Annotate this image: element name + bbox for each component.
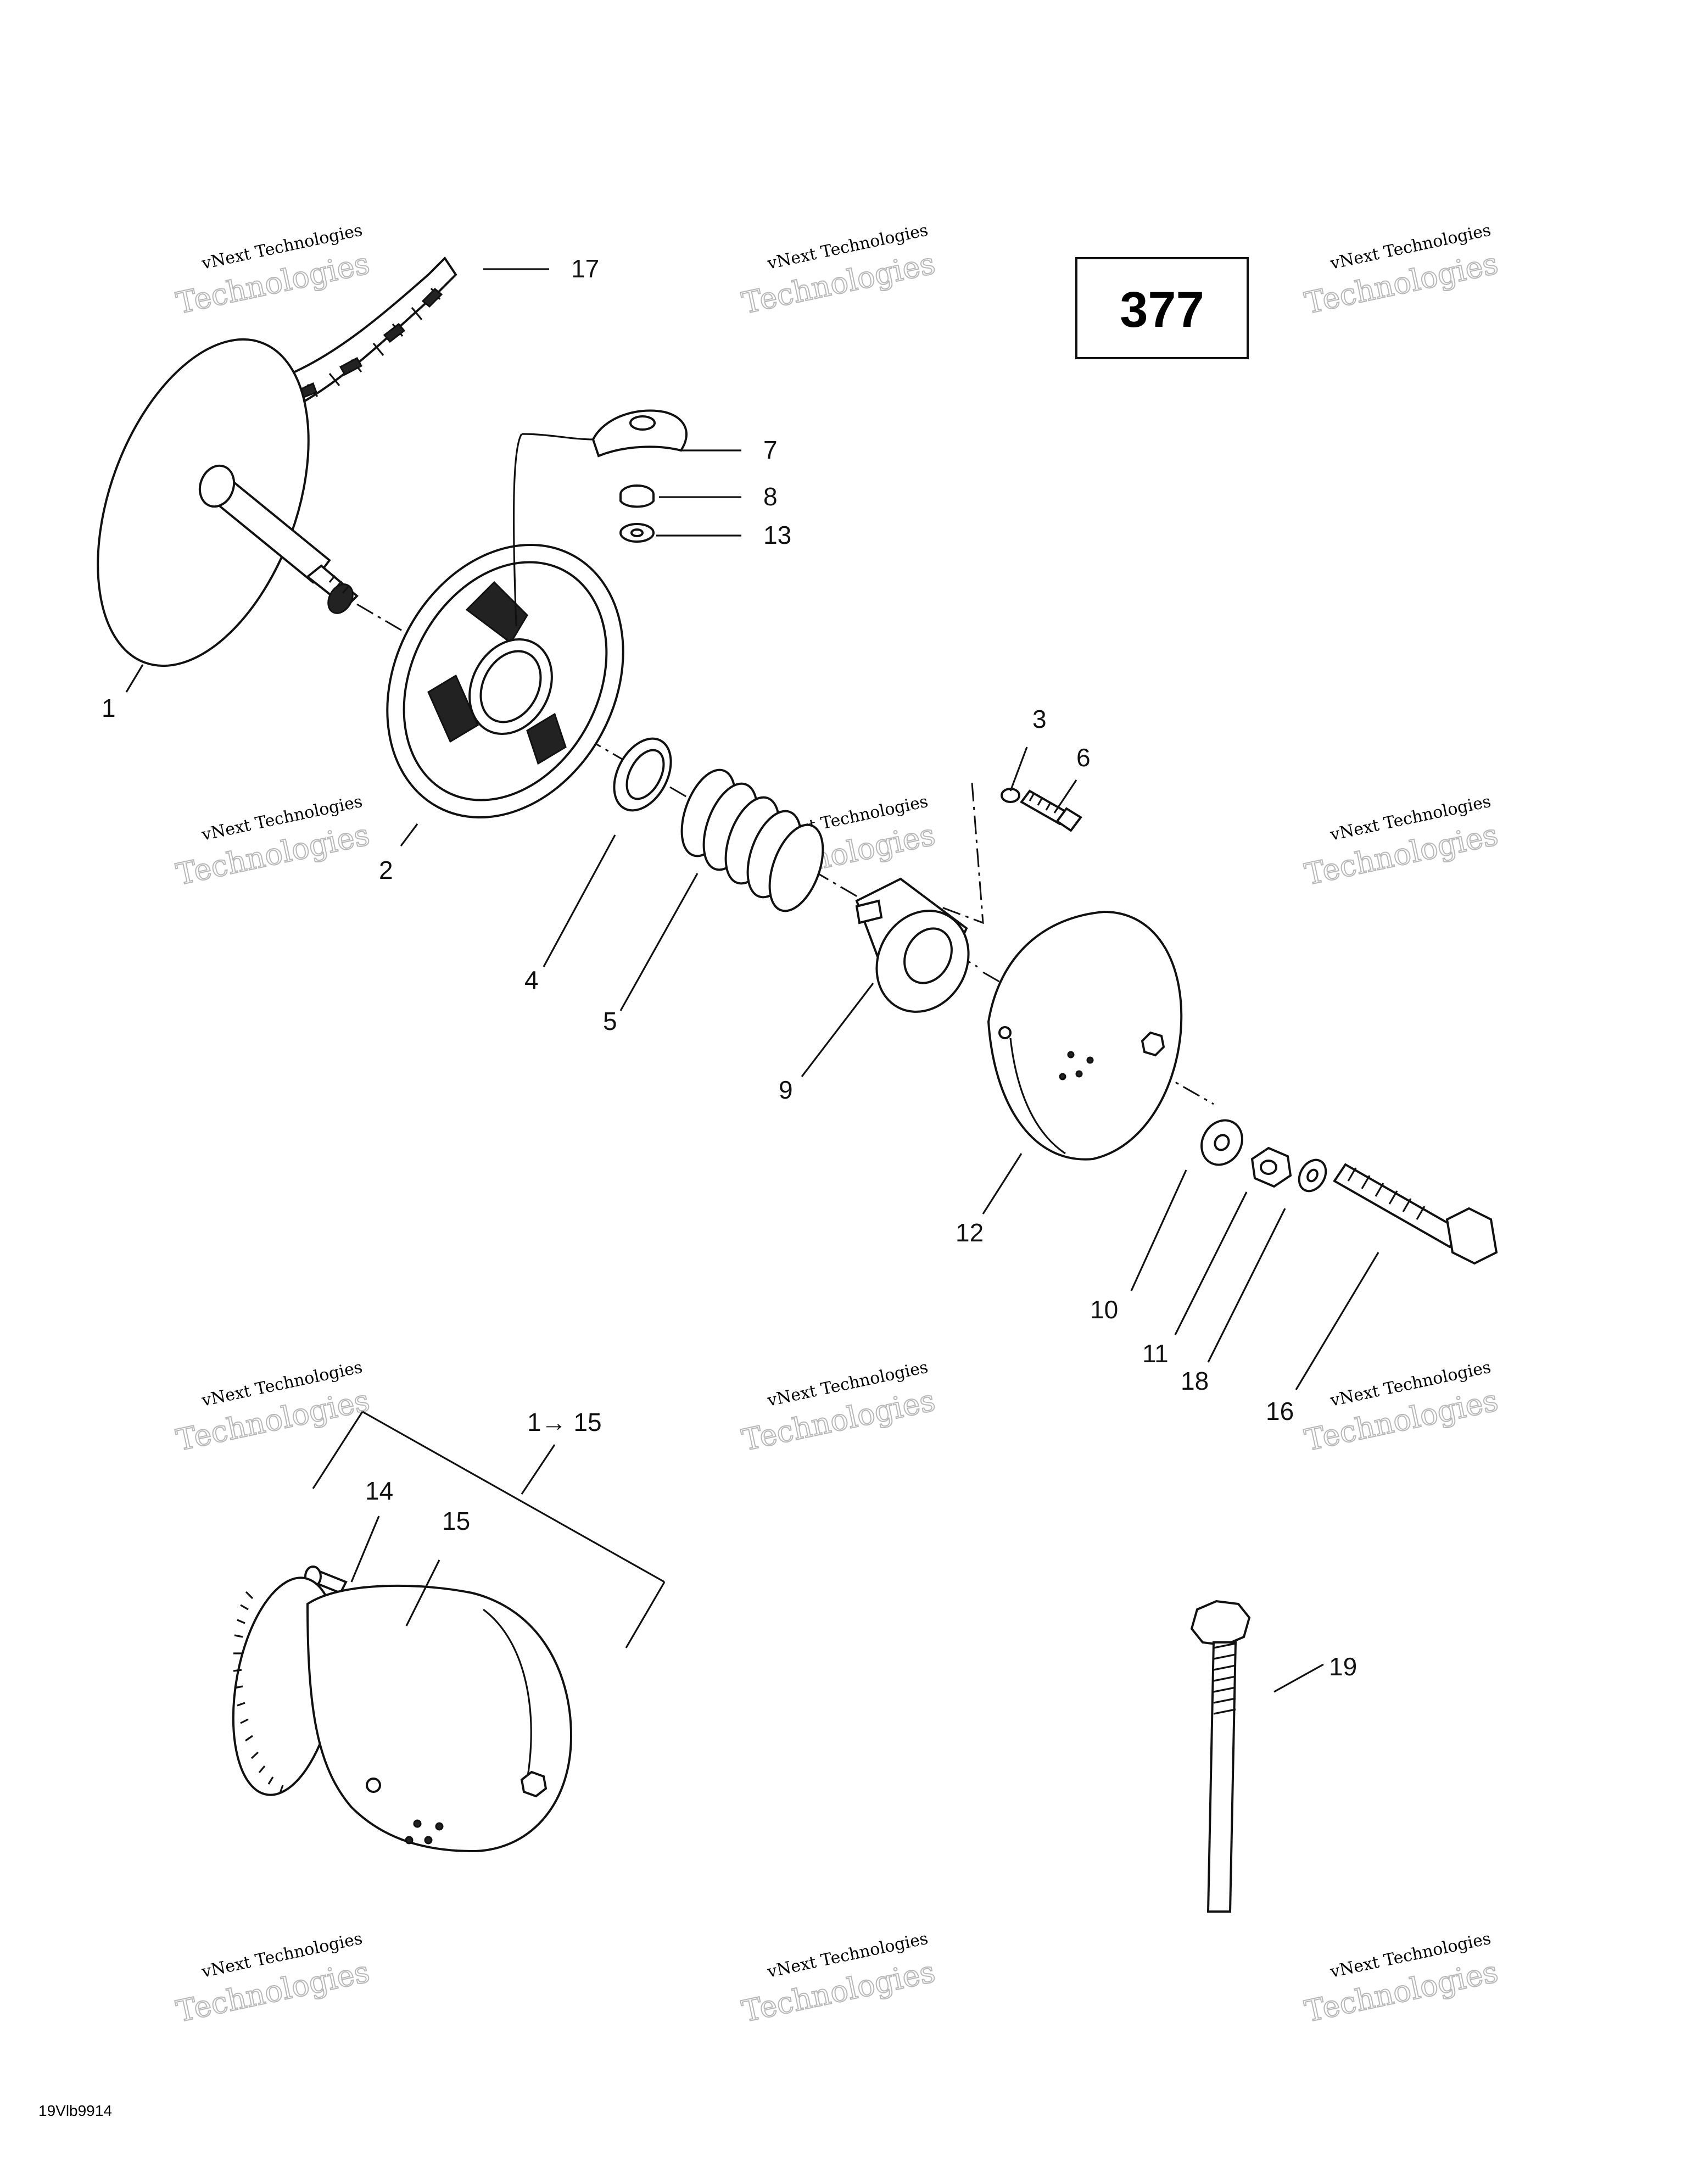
- label-part-9: 9: [779, 1076, 793, 1104]
- label-part-14: 14: [365, 1477, 393, 1505]
- label-part-6: 6: [1076, 743, 1091, 772]
- label-part-2: 2: [379, 856, 393, 884]
- label-part-12: 12: [956, 1218, 984, 1247]
- label-part-7: 7: [763, 436, 778, 464]
- label-part-15: 15: [442, 1507, 470, 1535]
- assembly-bracket: [312, 1411, 666, 1648]
- spring-retainer: [613, 737, 672, 812]
- label-part-4: 4: [524, 966, 539, 994]
- shoe-small-washer: [619, 523, 655, 543]
- slider-shoe: [591, 409, 688, 458]
- label-part-17: 17: [571, 254, 599, 283]
- drive-pulley-assembly: [232, 1576, 573, 1853]
- drawing-code: 19Vlb9914: [38, 2102, 112, 2119]
- bolt-alignment-axis: [939, 782, 984, 924]
- label-part-11: 11: [1142, 1339, 1169, 1368]
- callout-labels: 17 7 8 13 1 2 3 6 4 5 9 12 10 11 18 16 1…: [102, 254, 1357, 1681]
- compression-spring: [680, 768, 824, 912]
- shoe-washer: [619, 484, 655, 508]
- lock-washer: [1298, 1158, 1327, 1193]
- leader-lines: [125, 268, 1379, 1693]
- fixed-sheave: [97, 338, 359, 667]
- label-assembly-range: 1→ 15: [527, 1408, 602, 1436]
- cam-screw: [1020, 789, 1082, 832]
- label-part-16: 16: [1266, 1397, 1294, 1425]
- label-part-13: 13: [763, 521, 791, 549]
- flat-washer: [1200, 1119, 1243, 1166]
- label-part-19: 19: [1329, 1652, 1357, 1681]
- label-part-10: 10: [1090, 1295, 1118, 1324]
- label-part-3: 3: [1032, 705, 1047, 733]
- cam: [855, 877, 970, 1013]
- sliding-sheave: [386, 433, 624, 819]
- label-part-1: 1: [102, 694, 116, 722]
- cover-bolt: [1333, 1163, 1498, 1265]
- label-part-8: 8: [763, 482, 778, 511]
- page-number: 377: [1120, 282, 1204, 338]
- long-bolt: [1190, 1600, 1251, 1913]
- page-number-box: 377: [1075, 257, 1249, 359]
- hex-nut: [1250, 1146, 1292, 1188]
- label-part-5: 5: [603, 1007, 617, 1035]
- label-part-18: 18: [1181, 1367, 1209, 1395]
- cover: [987, 910, 1183, 1161]
- drive-belt: [289, 256, 457, 403]
